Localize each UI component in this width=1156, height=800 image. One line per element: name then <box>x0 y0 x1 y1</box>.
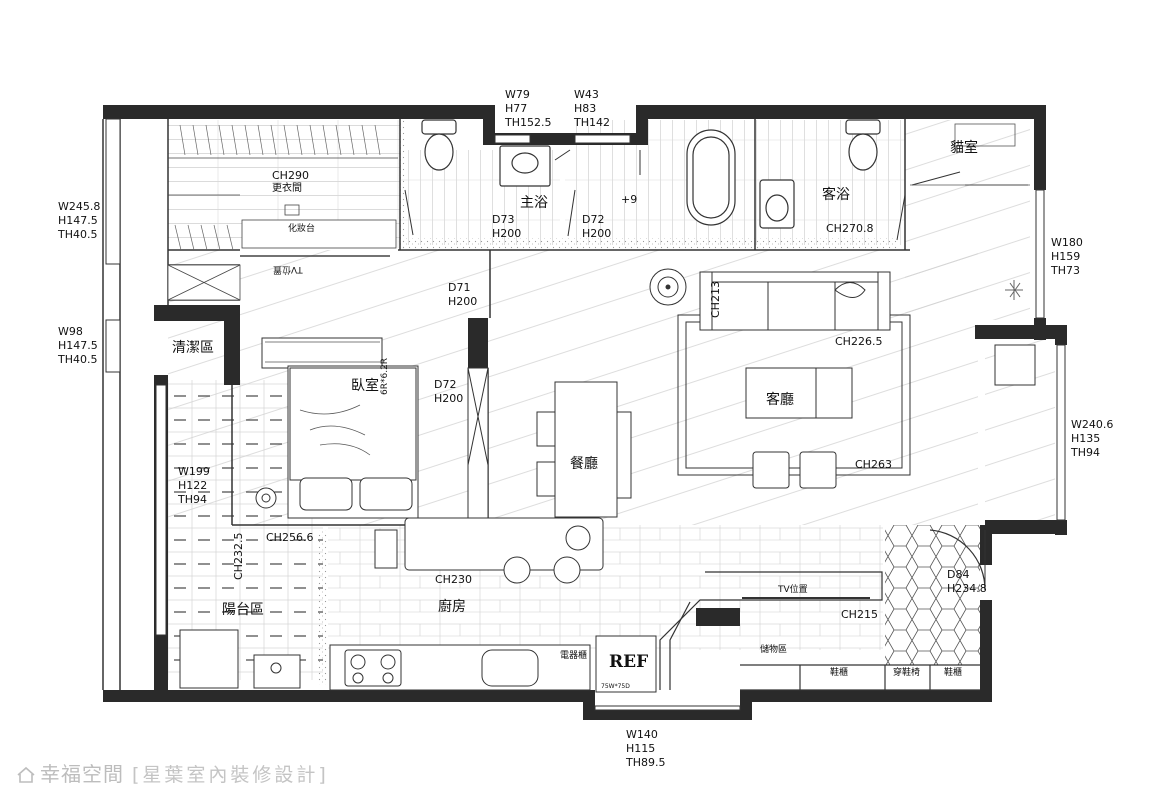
room-master-bath: 主浴 <box>520 195 548 211</box>
room-shoe-bench: 穿鞋椅 <box>893 668 921 678</box>
room-dining: 餐廳 <box>570 456 598 472</box>
room-cat-room: 貓室 <box>950 140 978 156</box>
ceiling-height-dining: CH263 <box>855 458 892 471</box>
closet-label: CH290 更衣間 <box>272 170 309 195</box>
room-cleaning-area: 清潔區 <box>172 340 214 356</box>
ceiling-height-bedroom-side: CH256.6 <box>266 531 314 544</box>
room-guest-bath: 客浴 <box>822 187 850 203</box>
ceiling-height-guest-bath: CH270.8 <box>826 222 874 235</box>
ceiling-height-balcony: CH232.5 <box>232 532 245 580</box>
fridge-label: REF <box>609 652 649 672</box>
ceiling-height-sofa: CH213 <box>709 281 722 318</box>
room-kitchen: 廚房 <box>438 599 466 615</box>
room-tv-mirror: TV位置 <box>273 264 303 274</box>
ceiling-height-closet: CH290 <box>272 169 309 182</box>
ceiling-height-entry: CH215 <box>841 608 878 621</box>
fridge-size: 75W*75D <box>601 683 630 690</box>
room-storage: 儲物區 <box>760 645 788 655</box>
room-shoe-cabinet-2: 鞋櫃 <box>944 668 963 678</box>
room-bedroom: 臥室 <box>351 378 379 394</box>
room-tv-position: TV位置 <box>778 585 808 595</box>
room-shoe-cabinet-1: 鞋櫃 <box>830 668 849 678</box>
house-logo-icon <box>17 766 35 783</box>
room-master-closet: 更衣間 <box>272 183 302 194</box>
bed-size-mark: 6R*6.2R <box>380 357 390 395</box>
bath-level-mark: +9 <box>621 193 638 206</box>
room-vanity: 化妝台 <box>288 224 316 234</box>
room-living: 客廳 <box>766 392 794 408</box>
watermark-brand: 幸福空間 <box>40 762 124 786</box>
ceiling-height-kitchen: CH230 <box>435 573 472 586</box>
watermark-subtitle: [星葉室內裝修設計] <box>132 764 329 786</box>
room-appliance-cabinet: 電器櫃 <box>560 651 588 661</box>
room-balcony: 陽台區 <box>222 602 264 618</box>
ceiling-height-living: CH226.5 <box>835 335 883 348</box>
watermark: 幸福空間 [星葉室內裝修設計] <box>16 758 329 787</box>
